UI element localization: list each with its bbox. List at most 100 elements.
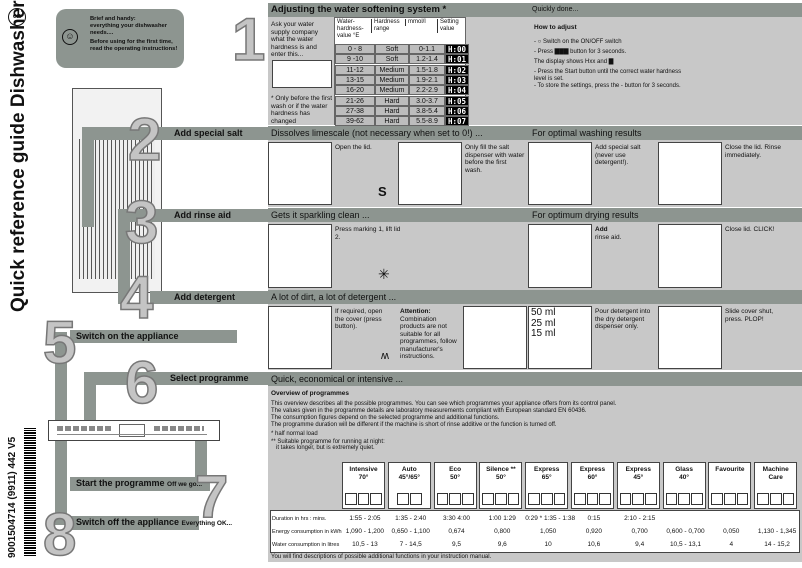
programme-icon bbox=[757, 493, 769, 505]
intro-line: Brief and handy: bbox=[90, 16, 136, 22]
barcode bbox=[24, 428, 36, 556]
hardness-entry-field[interactable] bbox=[272, 60, 332, 88]
hardness-range: Soft bbox=[375, 44, 409, 54]
flow-path bbox=[84, 372, 96, 424]
step-number-4: 4 bbox=[119, 264, 154, 331]
add-rinse-aid-image bbox=[528, 224, 592, 288]
step-label-switch-on: Switch on the appliance bbox=[70, 330, 237, 343]
programme-temp: 40° bbox=[679, 474, 690, 481]
flow-path bbox=[82, 127, 94, 227]
programme-temp: 45° bbox=[633, 474, 644, 481]
salt-body: Open the lid. S Only fill the salt dispe… bbox=[268, 140, 802, 207]
programme-header: Machine Care bbox=[754, 462, 798, 509]
step-label-switch-off: Switch off the appliance Everything OK..… bbox=[70, 516, 242, 530]
rinse-add-bold: Add bbox=[595, 226, 608, 233]
tablet-image bbox=[463, 306, 527, 369]
programme-temp: 50° bbox=[450, 474, 461, 481]
flow-path bbox=[195, 440, 207, 485]
programme-icon bbox=[632, 493, 645, 505]
intro-line: Before using for the first time, read th… bbox=[90, 39, 178, 52]
switch-off-sublabel: Everything OK... bbox=[181, 520, 233, 527]
rinse-bar-right: For optimum drying results bbox=[532, 210, 639, 220]
step-label-rinse: Add rinse aid bbox=[150, 209, 268, 222]
hardness-range: Medium bbox=[375, 74, 409, 85]
ask-text: Ask your water supply company what the w… bbox=[271, 21, 318, 58]
flow-path bbox=[82, 127, 156, 140]
language-badge: en bbox=[8, 8, 26, 26]
intro-text: Brief and handy: everything your dishwas… bbox=[90, 16, 182, 53]
energy-value: 0,650 - 1,100 bbox=[391, 528, 430, 535]
duration-value: 1:55 - 2:05 bbox=[349, 515, 381, 522]
hardness-value: 11-12 bbox=[335, 64, 375, 75]
desc-line: This overview describes all the possible… bbox=[271, 401, 617, 407]
flow-path bbox=[55, 332, 67, 422]
setting-value: H:00 bbox=[445, 44, 469, 54]
energy-value: 0,050 bbox=[723, 528, 740, 535]
programmes-footer: You will find descriptions of possible a… bbox=[271, 554, 492, 560]
step-number-1: 1 bbox=[231, 6, 266, 73]
programme-name: Express bbox=[579, 466, 606, 473]
how-to-steps: - ○ Switch on the ON/OFF switch - Press … bbox=[534, 39, 694, 90]
mmol-value: 0-1.1 bbox=[409, 44, 445, 54]
footnote: ** Suitable programme for running at nig… bbox=[271, 438, 385, 445]
section-bar-salt: Dissolves limescale (not necessary when … bbox=[268, 126, 802, 140]
step-number-6: 6 bbox=[124, 349, 159, 416]
rinse-step1-text: Press marking 1, lift lid 2. bbox=[335, 226, 401, 241]
desc-line: The consumption figures depend on the se… bbox=[271, 415, 500, 421]
programme-temp: 45°/65° bbox=[398, 474, 421, 481]
programme-icon bbox=[665, 493, 678, 505]
hardness-value: 9 -10 bbox=[335, 54, 375, 65]
detergent-step1-text: If required, open the cover (press butto… bbox=[335, 308, 383, 330]
dosage-25ml: 25 ml bbox=[531, 317, 556, 329]
hardness-range: Medium bbox=[375, 64, 409, 75]
hardness-value: 13-15 bbox=[335, 74, 375, 85]
hardness-value: 21-26 bbox=[335, 95, 375, 106]
water-value: 7 - 14,5 bbox=[399, 541, 422, 548]
step-label-detergent: Add detergent bbox=[150, 291, 268, 304]
mmol-value: 3.0-3.7 bbox=[409, 95, 445, 106]
duration-value bbox=[708, 513, 754, 525]
programme-icon bbox=[769, 493, 782, 505]
programme-icon bbox=[782, 493, 795, 505]
programme-icon bbox=[540, 493, 553, 505]
step-number-5: 5 bbox=[42, 309, 77, 376]
detergent-symbol-icon: ʍ bbox=[381, 350, 389, 362]
programme-icon bbox=[409, 493, 422, 505]
programme-name: Eco bbox=[449, 466, 462, 473]
softening-right-title: Quickly done... bbox=[532, 6, 579, 13]
programme-header: Favourite bbox=[708, 462, 752, 509]
salt-step2-text: Only fill the salt dispenser with water … bbox=[465, 144, 525, 174]
mmol-value: 2.2-2.9 bbox=[409, 85, 445, 96]
slide-cover-image bbox=[658, 306, 722, 369]
programme-name: Express bbox=[625, 466, 651, 473]
how-step: - To store the settings, press the - but… bbox=[534, 83, 681, 89]
how-step: The display shows Hxx and ▇ bbox=[534, 59, 614, 65]
salt-symbol-icon: S bbox=[378, 184, 387, 199]
dosage-50ml: 50 ml bbox=[531, 307, 556, 318]
duration-value bbox=[754, 513, 800, 525]
header-setting: Setting value bbox=[437, 19, 465, 33]
programme-temp: 65° bbox=[541, 474, 552, 481]
start-label: Start the programme bbox=[76, 478, 165, 488]
step-label-salt: Add special salt bbox=[150, 127, 268, 140]
mmol-value: 1.2-1.4 bbox=[409, 54, 445, 65]
smiley-icon: ☺ bbox=[62, 29, 78, 45]
salt-bar-left: Dissolves limescale (not necessary when … bbox=[271, 128, 483, 138]
hardness-value: 16-20 bbox=[335, 85, 375, 96]
energy-value: 0,600 - 0,700 bbox=[666, 528, 705, 535]
barcode-number: 9001504714 (9911) 442 V5 bbox=[7, 436, 18, 558]
mmol-value: 1.5-1.8 bbox=[409, 64, 445, 75]
step-number-7: 7 bbox=[194, 463, 229, 530]
setting-value: H:01 bbox=[445, 54, 469, 65]
how-step: - ○ Switch on the ON/OFF switch bbox=[534, 39, 622, 45]
programme-icon bbox=[711, 493, 724, 505]
energy-value: 1,050 bbox=[539, 528, 557, 535]
